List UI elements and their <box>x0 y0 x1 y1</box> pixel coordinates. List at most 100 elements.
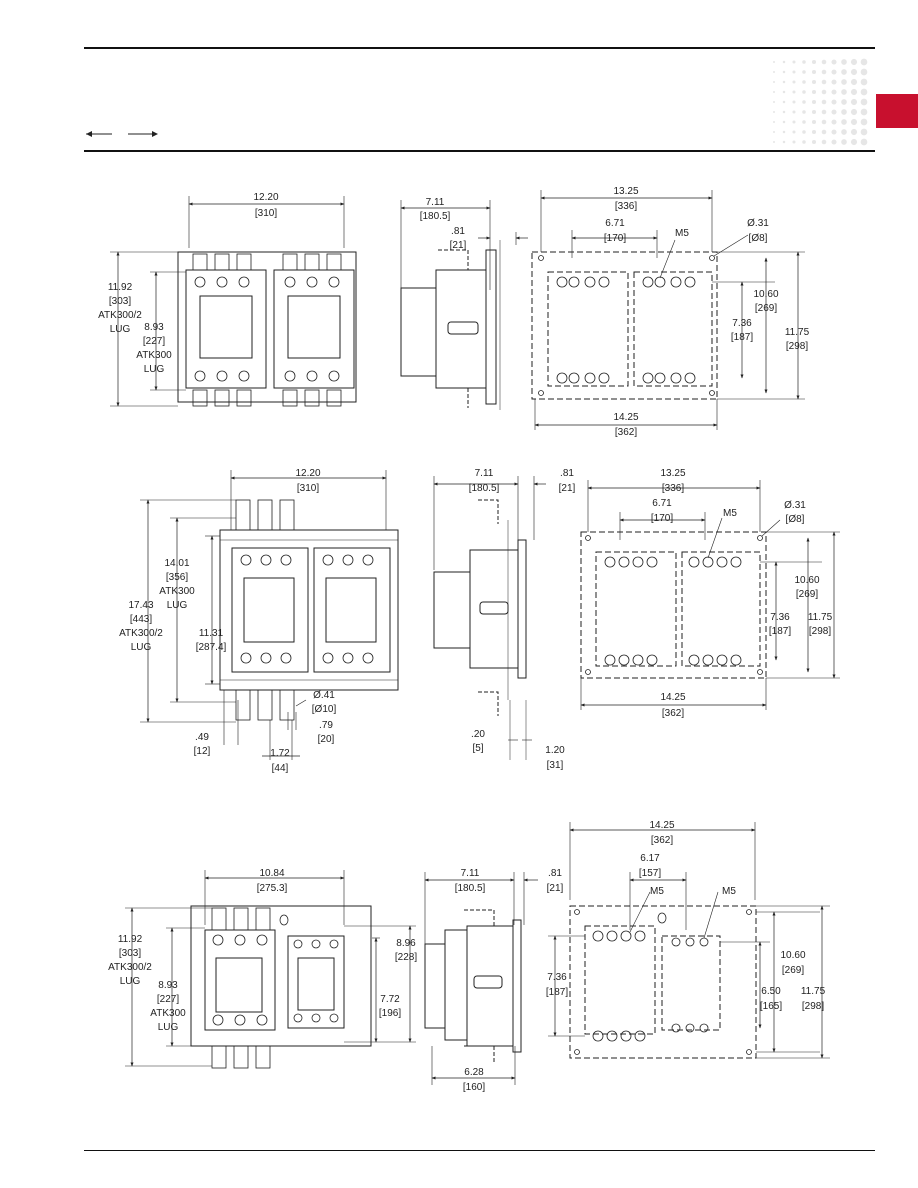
d2-mount-inner-mm: [170] <box>651 513 673 524</box>
d2-side-d2-mm: [31] <box>547 760 564 771</box>
d2-front-h2-lug2: LUG <box>131 642 152 653</box>
d2-mount-hole: Ø.31 <box>784 500 806 511</box>
d2-front-h1-lug2: LUG <box>167 600 188 611</box>
d3-front-h3: 8.96 <box>396 938 416 949</box>
d1-mount-screw: M5 <box>675 228 689 239</box>
d1-front-h1-mm: [303] <box>109 296 131 307</box>
d3-mount-inner-mm: [157] <box>639 868 661 879</box>
d1-mount-h3-mm: [298] <box>786 341 808 352</box>
d3-front-h1-mm: [303] <box>119 948 141 959</box>
d2-front-hole: Ø.41 <box>313 690 335 701</box>
d3-side-offset-mm: [21] <box>547 883 564 894</box>
d2-side-offset: .81 <box>560 468 574 479</box>
d3-mount-h3: 11.75 <box>801 986 826 997</box>
d3-mount-h1: 10.60 <box>780 950 805 961</box>
header-bottom-rule <box>84 150 875 152</box>
d1-front-h2-mm: [227] <box>143 336 165 347</box>
d3-mount-h2-mm: [165] <box>760 1001 782 1012</box>
d1-front-h2-lug2: LUG <box>144 364 165 375</box>
footer-rule <box>84 1150 875 1151</box>
d3-front-h1-lug2: LUG <box>120 976 141 987</box>
d3-side-offset: .81 <box>548 868 562 879</box>
d1-mount-h1: 10.60 <box>753 289 778 300</box>
d1-front-h1-lug2: LUG <box>110 324 131 335</box>
d1-front-width-mm: [310] <box>255 208 277 219</box>
d3-mount-h1-mm: [269] <box>782 965 804 976</box>
d2-mount-top-mm: [336] <box>662 483 684 494</box>
d3-mount-top: 14.25 <box>649 820 674 831</box>
d3-front-h3-mm: [228] <box>395 952 417 963</box>
d1-mount-top: 13.25 <box>613 186 638 197</box>
d1-side-offset-mm: [21] <box>450 240 467 251</box>
d1-side-offset: .81 <box>451 226 465 237</box>
d2-mount-screw: M5 <box>723 508 737 519</box>
d1-side-depth: 7.11 <box>426 197 445 208</box>
d3-front-width-mm: [275.3] <box>257 883 288 894</box>
d2-mount-top: 13.25 <box>660 468 685 479</box>
d3-front-h2-lug2: LUG <box>158 1022 179 1033</box>
d2-front-h2: 17.43 <box>128 600 153 611</box>
d3-front-view <box>125 870 416 1069</box>
d2-side-d1: .20 <box>471 729 485 740</box>
d3-side-view <box>424 872 538 1085</box>
d3-mount-hleft: 7.36 <box>547 972 567 983</box>
d2-front-h2-mm: [443] <box>130 614 152 625</box>
halftone-dots-decoration <box>773 58 868 146</box>
d3-mount-top-mm: [362] <box>651 835 673 846</box>
d2-side-d1-mm: [5] <box>472 743 483 754</box>
d1-mount-inner-mm: [170] <box>604 233 626 244</box>
d1-mount-bottom-mm: [362] <box>615 427 637 438</box>
d2-mount-h3-mm: [298] <box>809 626 831 637</box>
d3-mount-screw-a: M5 <box>650 886 664 897</box>
d2-mount-h1: 10.60 <box>794 575 819 586</box>
d2-side-offset-mm: [21] <box>559 483 576 494</box>
d1-mount-h2-mm: [187] <box>731 332 753 343</box>
d2-front-d3: 1.72 <box>270 748 290 759</box>
direction-arrows-icon <box>86 131 158 137</box>
d3-front-h1-lug: ATK300/2 <box>108 962 152 973</box>
d2-front-h3: 11.31 <box>199 628 224 639</box>
d2-mount-inner: 6.71 <box>652 498 672 509</box>
d1-front-h1-lug: ATK300/2 <box>98 310 142 321</box>
d2-front-d1: .79 <box>319 720 333 731</box>
d3-front-h1: 11.92 <box>118 934 143 945</box>
d1-mount-bottom: 14.25 <box>613 412 638 423</box>
d1-mount-top-mm: [336] <box>615 201 637 212</box>
d2-mount-h2: 7.36 <box>770 612 790 623</box>
d3-side-depth: 7.11 <box>461 868 480 879</box>
d2-mount-hole-mm: [Ø8] <box>786 514 805 525</box>
d1-labels: 12.20 [310] 11.92 [303] ATK300/2 LUG 8.9… <box>98 186 809 438</box>
d2-front-d3-mm: [44] <box>272 763 289 774</box>
d2-front-h2-lug: ATK300/2 <box>119 628 163 639</box>
d3-front-h4: 7.72 <box>380 994 400 1005</box>
diagram-1 <box>110 190 805 430</box>
d2-front-h1-lug: ATK300 <box>159 586 195 597</box>
d3-side-base-mm: [160] <box>463 1082 485 1093</box>
d3-front-h2-lug: ATK300 <box>150 1008 186 1019</box>
d2-mount-bottom: 14.25 <box>660 692 685 703</box>
d2-mount-h1-mm: [269] <box>796 589 818 600</box>
d3-mount-hleft-mm: [187] <box>546 987 568 998</box>
d3-front-width: 10.84 <box>259 868 284 879</box>
d2-front-d1-mm: [20] <box>318 734 335 745</box>
d1-mount-hole: Ø.31 <box>747 218 769 229</box>
d3-front-h4-mm: [196] <box>379 1008 401 1019</box>
d2-side-view <box>433 476 546 760</box>
section-tab <box>876 94 918 128</box>
d1-mount-h2: 7.36 <box>732 318 752 329</box>
d2-mounting-view <box>580 480 840 710</box>
d1-side-view <box>400 200 528 410</box>
d2-labels: 12.20 [310] 14.01 [356] ATK300 LUG 17.43… <box>119 468 832 774</box>
diagram-3 <box>125 822 830 1085</box>
d1-front-h1: 11.92 <box>108 282 133 293</box>
d2-front-h1: 14.01 <box>164 558 189 569</box>
d1-side-depth-mm: [180.5] <box>420 211 451 222</box>
d2-front-d2: .49 <box>195 732 209 743</box>
d2-side-depth: 7.11 <box>475 468 494 479</box>
d3-side-base: 6.28 <box>464 1067 484 1078</box>
d1-front-view <box>110 196 357 407</box>
d3-mount-inner: 6.17 <box>640 853 660 864</box>
d2-mount-bottom-mm: [362] <box>662 708 684 719</box>
d2-mount-h3: 11.75 <box>808 612 833 623</box>
d3-side-depth-mm: [180.5] <box>455 883 486 894</box>
